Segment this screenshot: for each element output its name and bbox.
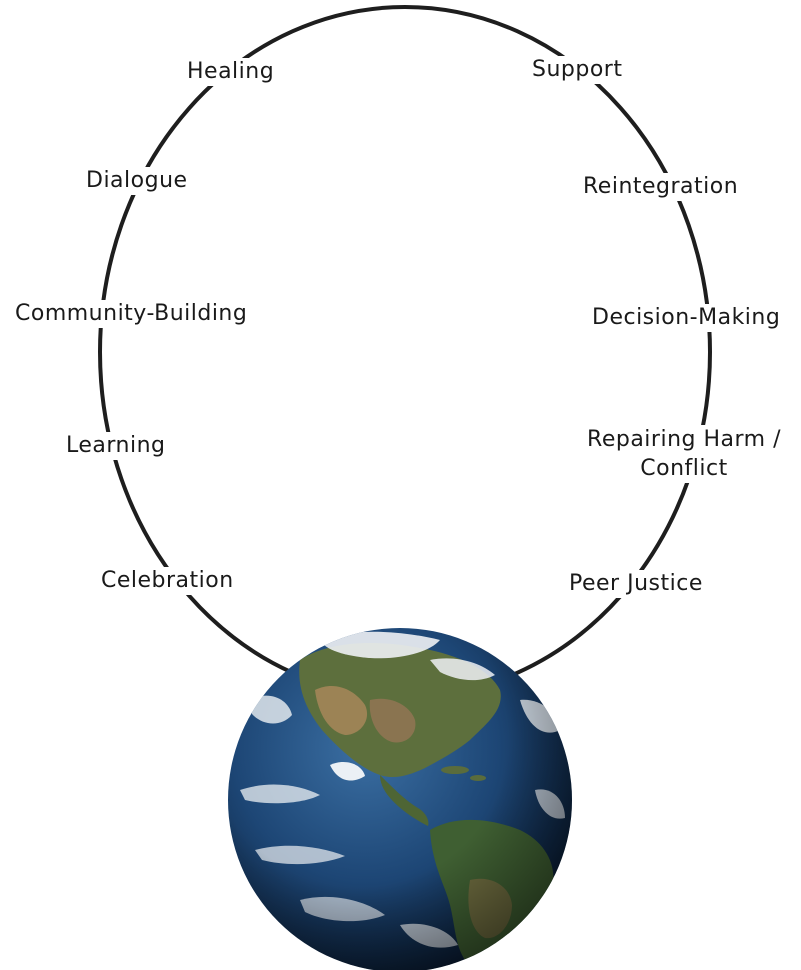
earth-globe xyxy=(228,628,572,970)
label-repairing-harm-line1: Repairing Harm / xyxy=(587,427,781,452)
label-peer-justice: Peer Justice xyxy=(563,570,709,598)
label-learning: Learning xyxy=(60,432,172,460)
label-community-building: Community-Building xyxy=(9,300,254,328)
label-support: Support xyxy=(526,56,629,84)
label-healing: Healing xyxy=(181,58,281,86)
label-repairing-harm-conflict: Repairing Harm / Conflict xyxy=(578,425,790,483)
label-decision-making: Decision-Making xyxy=(586,304,787,332)
label-dialogue: Dialogue xyxy=(80,167,194,195)
label-celebration: Celebration xyxy=(95,567,240,595)
label-reintegration: Reintegration xyxy=(577,173,745,201)
label-repairing-harm-line2: Conflict xyxy=(640,456,728,481)
